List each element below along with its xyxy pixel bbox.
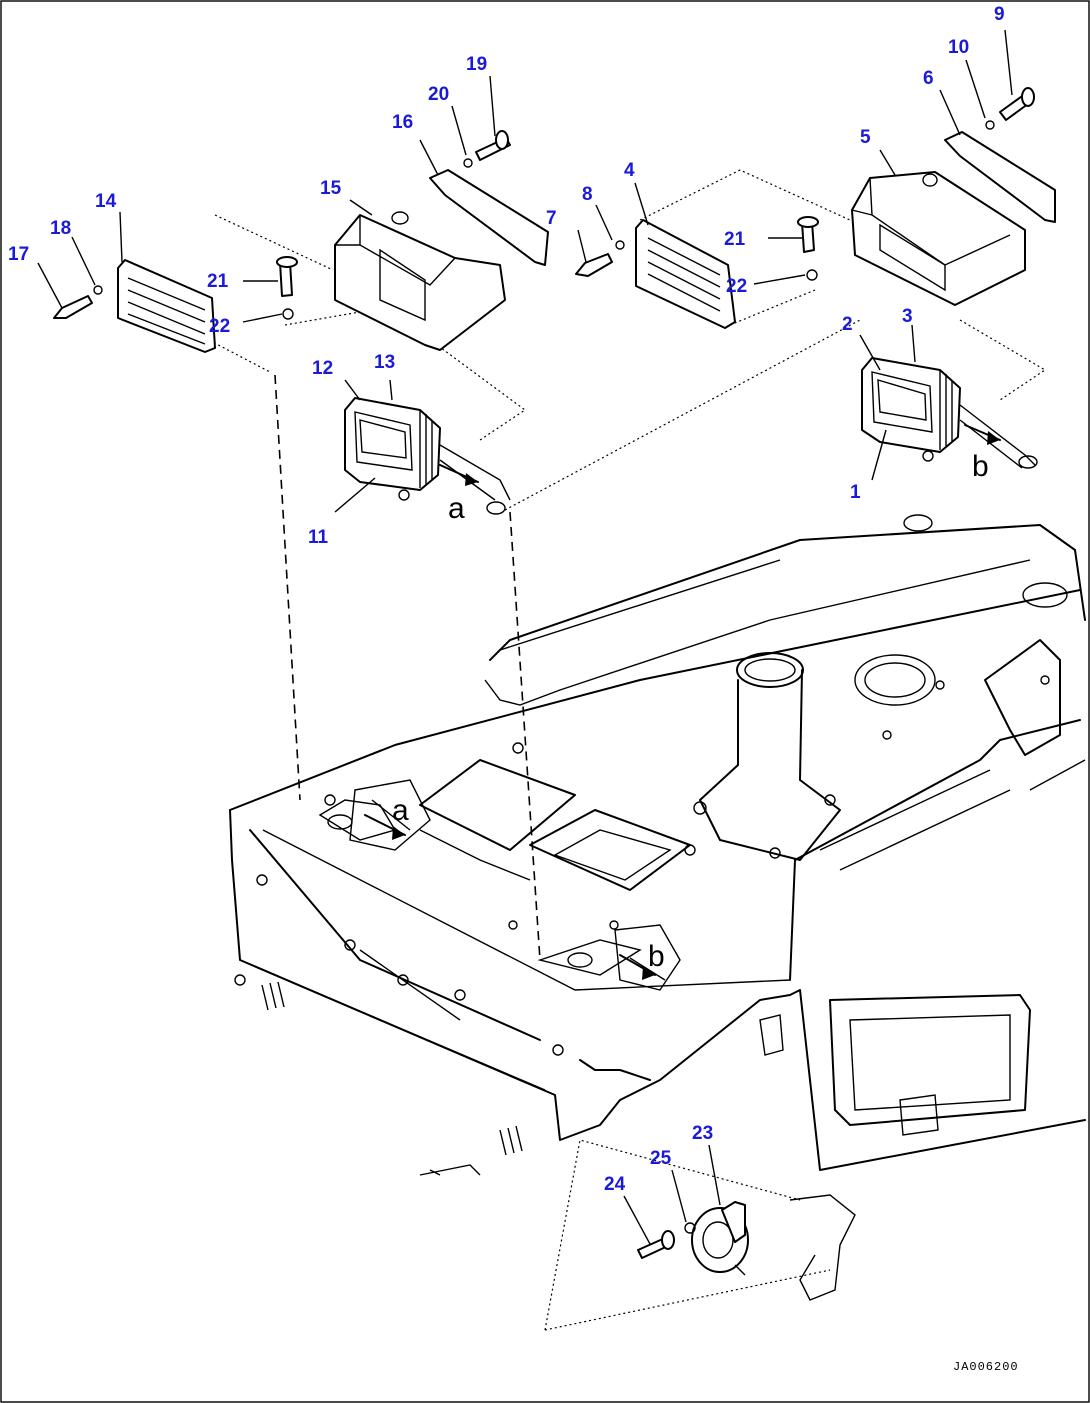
connection-b-lamp: b bbox=[972, 450, 989, 483]
callout-16: 16 bbox=[392, 112, 413, 133]
bracket-16 bbox=[429, 169, 549, 266]
callout-19: 19 bbox=[466, 54, 487, 75]
callout-9: 9 bbox=[994, 4, 1005, 25]
drawing-code: JA006200 bbox=[953, 1360, 1019, 1374]
connection-arrows bbox=[364, 424, 1001, 980]
callout-11: 11 bbox=[308, 527, 329, 548]
lamp-housing-right bbox=[851, 171, 1026, 306]
callout-5: 5 bbox=[860, 127, 871, 148]
callout-18: 18 bbox=[50, 218, 71, 239]
bracket-6 bbox=[944, 131, 1056, 223]
connection-b-mount: b bbox=[648, 940, 665, 973]
callout-7: 7 bbox=[546, 208, 557, 229]
callout-21-left: 21 bbox=[207, 271, 229, 292]
callout-labels: 1 2 3 4 5 6 7 8 9 10 11 12 13 14 15 16 1… bbox=[8, 4, 1005, 1195]
callout-leaders bbox=[37, 29, 1013, 1245]
callout-13: 13 bbox=[374, 352, 395, 373]
callout-22-left: 22 bbox=[209, 316, 230, 337]
bolts-left bbox=[53, 130, 511, 320]
callout-1: 1 bbox=[850, 482, 861, 503]
callout-6: 6 bbox=[923, 68, 934, 89]
bolts-right bbox=[985, 87, 1035, 130]
work-lamp-left bbox=[344, 397, 511, 515]
callout-20: 20 bbox=[428, 84, 449, 105]
callout-8: 8 bbox=[582, 184, 593, 205]
callout-4: 4 bbox=[624, 160, 635, 181]
callout-10: 10 bbox=[948, 37, 969, 58]
connection-labels: a b a b bbox=[392, 450, 989, 973]
callout-15: 15 bbox=[320, 178, 342, 199]
callout-12: 12 bbox=[312, 358, 333, 379]
grille-left-14 bbox=[117, 259, 216, 353]
callout-17: 17 bbox=[8, 244, 29, 265]
callout-24: 24 bbox=[604, 1174, 626, 1195]
lamp-housing-left bbox=[334, 211, 506, 351]
callout-23: 23 bbox=[692, 1123, 713, 1144]
callout-25: 25 bbox=[650, 1148, 672, 1169]
callout-3: 3 bbox=[902, 306, 913, 327]
machine-body bbox=[229, 514, 1086, 1171]
work-lamp-right bbox=[861, 357, 1038, 469]
callout-2: 2 bbox=[842, 314, 853, 335]
assembly-lines bbox=[204, 169, 1047, 1331]
connection-a-lamp: a bbox=[448, 492, 465, 525]
callout-21-right: 21 bbox=[724, 229, 746, 250]
callout-22-right: 22 bbox=[726, 276, 747, 297]
grille-center-4 bbox=[635, 219, 736, 329]
callout-14: 14 bbox=[95, 191, 117, 212]
bolts-center bbox=[575, 216, 819, 281]
horn-assembly bbox=[419, 1164, 856, 1301]
connection-a-mount: a bbox=[392, 794, 409, 827]
